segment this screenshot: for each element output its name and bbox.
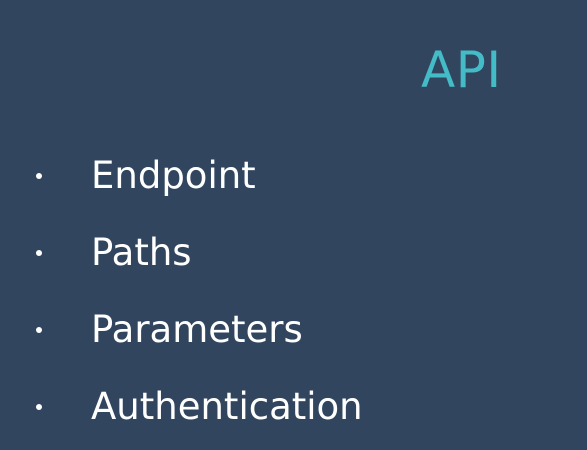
bullet-item-endpoint: Endpoint xyxy=(0,151,560,201)
slide-title: API xyxy=(421,41,502,99)
bullet-text: Parameters xyxy=(91,308,303,351)
bullet-item-parameters: Parameters xyxy=(0,305,560,355)
bullet-dot-icon xyxy=(36,250,42,256)
bullet-text: Paths xyxy=(91,231,192,274)
bullet-item-paths: Paths xyxy=(0,228,560,278)
bullet-dot-icon xyxy=(36,173,42,179)
bullet-text: Authentication xyxy=(91,385,363,428)
bullet-dot-icon xyxy=(36,404,42,410)
bullet-item-authentication: Authentication xyxy=(0,382,560,432)
bullet-text: Endpoint xyxy=(91,154,256,197)
bullet-dot-icon xyxy=(36,327,42,333)
